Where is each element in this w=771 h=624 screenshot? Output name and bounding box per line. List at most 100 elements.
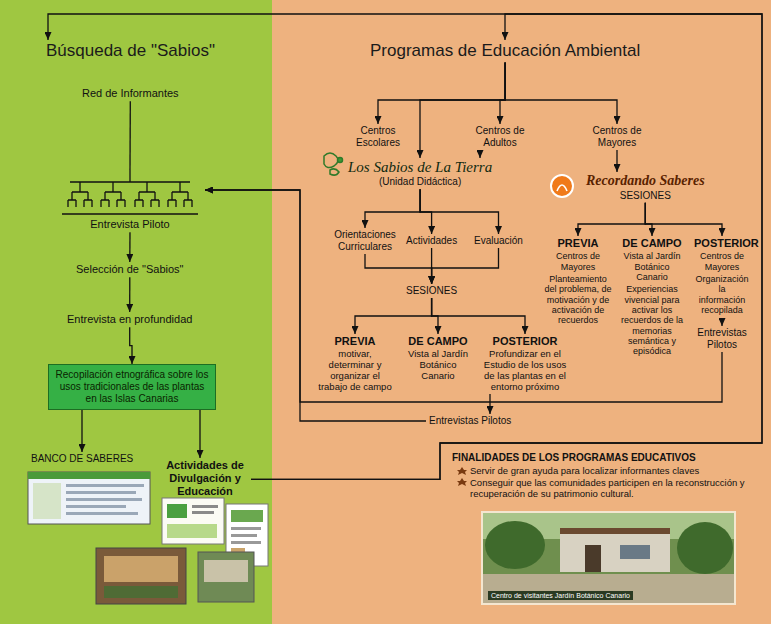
section-title: Búsqueda de "Sabios" xyxy=(43,40,218,62)
step-label: Red de Informantes xyxy=(79,86,182,101)
session-step: DE CAMPOVista al Jardín Botánico Canario xyxy=(404,334,472,383)
centre-label: Centros de Adultos xyxy=(471,124,529,150)
connector xyxy=(205,190,426,421)
programme-logo: Recordando SaberesSESIONES xyxy=(583,172,708,203)
session-step: POSTERIORProfundizar en el Estudio de lo… xyxy=(477,334,573,394)
connector xyxy=(365,189,420,228)
connector xyxy=(355,298,432,334)
connector xyxy=(500,62,505,124)
node-title: Evaluación xyxy=(474,235,523,247)
connector xyxy=(251,14,762,479)
connector xyxy=(505,62,617,124)
node-title: Programas de Educación Ambiental xyxy=(370,41,640,61)
node-text: Experiencias vivencial para activar los … xyxy=(619,284,685,356)
node-title: DE CAMPO xyxy=(407,335,469,348)
node-text: Centros de Mayores xyxy=(694,251,750,272)
photo-caption: Centro de visitantes Jardín Botánico Can… xyxy=(488,591,633,600)
node-title: Centros Escolares xyxy=(352,125,404,149)
node-title: Recordando Saberes xyxy=(586,173,705,190)
node-text: Vista al Jardín Botánico Canario xyxy=(407,349,469,382)
node-title: Entrevista Piloto xyxy=(58,218,202,231)
tree-step: Entrevista Piloto xyxy=(55,170,205,232)
unit-part: Evaluación xyxy=(471,234,526,248)
connector xyxy=(432,248,499,284)
node-title: SESIONES xyxy=(406,285,457,297)
bank-screenshot xyxy=(28,472,150,524)
node-title: Centros de Adultos xyxy=(474,125,526,149)
section-title: Programas de Educación Ambiental xyxy=(367,40,643,62)
bullet-marks xyxy=(457,467,467,486)
orange-panel xyxy=(272,0,771,624)
node-text: Organización la información recopilada xyxy=(694,274,750,315)
node-text: SESIONES xyxy=(586,190,705,202)
connector xyxy=(432,298,525,334)
connector xyxy=(129,277,130,312)
node-title: Entrevistas Pilotos xyxy=(694,327,750,351)
centre-label: Centros de Mayores xyxy=(586,124,648,150)
notes-bullet: Conseguir que las comunidades participen… xyxy=(470,478,750,500)
interview-label: Entrevistas Pilotos xyxy=(426,414,514,428)
step-label: Selección de "Sabios" xyxy=(73,262,187,277)
node-title: DE CAMPO xyxy=(619,237,685,250)
node-text: Profundizar en el Estudio de los usos de… xyxy=(480,349,570,393)
node-title: Centros de Mayores xyxy=(589,125,645,149)
activity-images xyxy=(96,498,268,604)
output-label: Actividades de Divulgación y Educación xyxy=(159,458,251,501)
connector xyxy=(489,394,490,414)
node-text: Centros de Mayores xyxy=(543,251,613,272)
connector xyxy=(616,150,617,172)
node-text: (Unidad Didáctica) xyxy=(348,176,492,188)
connector xyxy=(645,203,722,236)
node-title: Búsqueda de "Sabios" xyxy=(46,41,215,61)
connector xyxy=(721,318,722,326)
connector xyxy=(578,203,645,236)
node-text: motivar, determinar y organizar el traba… xyxy=(316,349,394,393)
session-step: POSTERIORCentros de MayoresOrganización … xyxy=(691,236,753,318)
node-title: Orientaciones Curriculares xyxy=(332,229,398,253)
node-title: Actividades de Divulgación y Educación xyxy=(162,459,248,499)
node-title: PREVIA xyxy=(543,237,613,250)
node-title: Selección de "Sabios" xyxy=(76,263,184,276)
green-panel xyxy=(0,0,272,624)
connector xyxy=(205,190,722,402)
node-text: Vista al Jardín Botánico Canario xyxy=(619,251,685,282)
node-title: Recopilación etnográfica sobre los usos … xyxy=(55,369,209,405)
connector xyxy=(199,410,200,458)
notes-bullet: Servir de gran ayuda para localizar info… xyxy=(470,466,750,477)
result-box: Recopilación etnográfica sobre los usos … xyxy=(48,364,216,410)
node-title: Los Sabios de La Tierra xyxy=(348,159,492,176)
notes-heading: FINALIDADES DE LOS PROGRAMAS EDUCATIVOS xyxy=(452,452,696,463)
node-title: BANCO DE SABERES xyxy=(31,453,133,465)
recordando-icon xyxy=(551,175,573,197)
centre-label: Centros Escolares xyxy=(349,124,407,150)
session-step: PREVIAmotivar, determinar y organizar el… xyxy=(313,334,397,394)
node-title: POSTERIOR xyxy=(480,335,570,348)
node-title: Actividades xyxy=(406,235,457,247)
node-title: Entrevista en profundidad xyxy=(67,313,192,326)
connector xyxy=(130,327,132,364)
interview-label: Entrevistas Pilotos xyxy=(691,326,753,352)
unit-part: Orientaciones Curriculares xyxy=(329,228,401,254)
sessions-label: SESIONES xyxy=(403,284,460,298)
unit-part: Actividades xyxy=(403,234,460,248)
visitor-centre-photo xyxy=(482,512,735,604)
node-title: PREVIA xyxy=(316,335,394,348)
node-title: Red de Informantes xyxy=(82,87,179,100)
step-label: Entrevista en profundidad xyxy=(64,312,195,327)
node-title: POSTERIOR xyxy=(694,237,750,250)
connector xyxy=(129,232,130,262)
connector xyxy=(645,203,652,236)
output-label: BANCO DE SABERES xyxy=(28,452,136,466)
session-step: DE CAMPOVista al Jardín Botánico Canario… xyxy=(616,236,688,360)
programme-logo: Los Sabios de La Tierra(Unidad Didáctica… xyxy=(345,158,495,189)
session-step: PREVIACentros de MayoresPlanteamiento de… xyxy=(540,236,616,329)
connector xyxy=(365,254,432,284)
node-title: Entrevistas Pilotos xyxy=(429,415,511,427)
connector xyxy=(48,14,762,479)
connector xyxy=(479,150,480,158)
sabios-icon xyxy=(324,153,343,175)
connector xyxy=(378,62,505,124)
informant-tree xyxy=(62,170,198,214)
connector xyxy=(81,410,82,452)
connector xyxy=(420,189,498,234)
